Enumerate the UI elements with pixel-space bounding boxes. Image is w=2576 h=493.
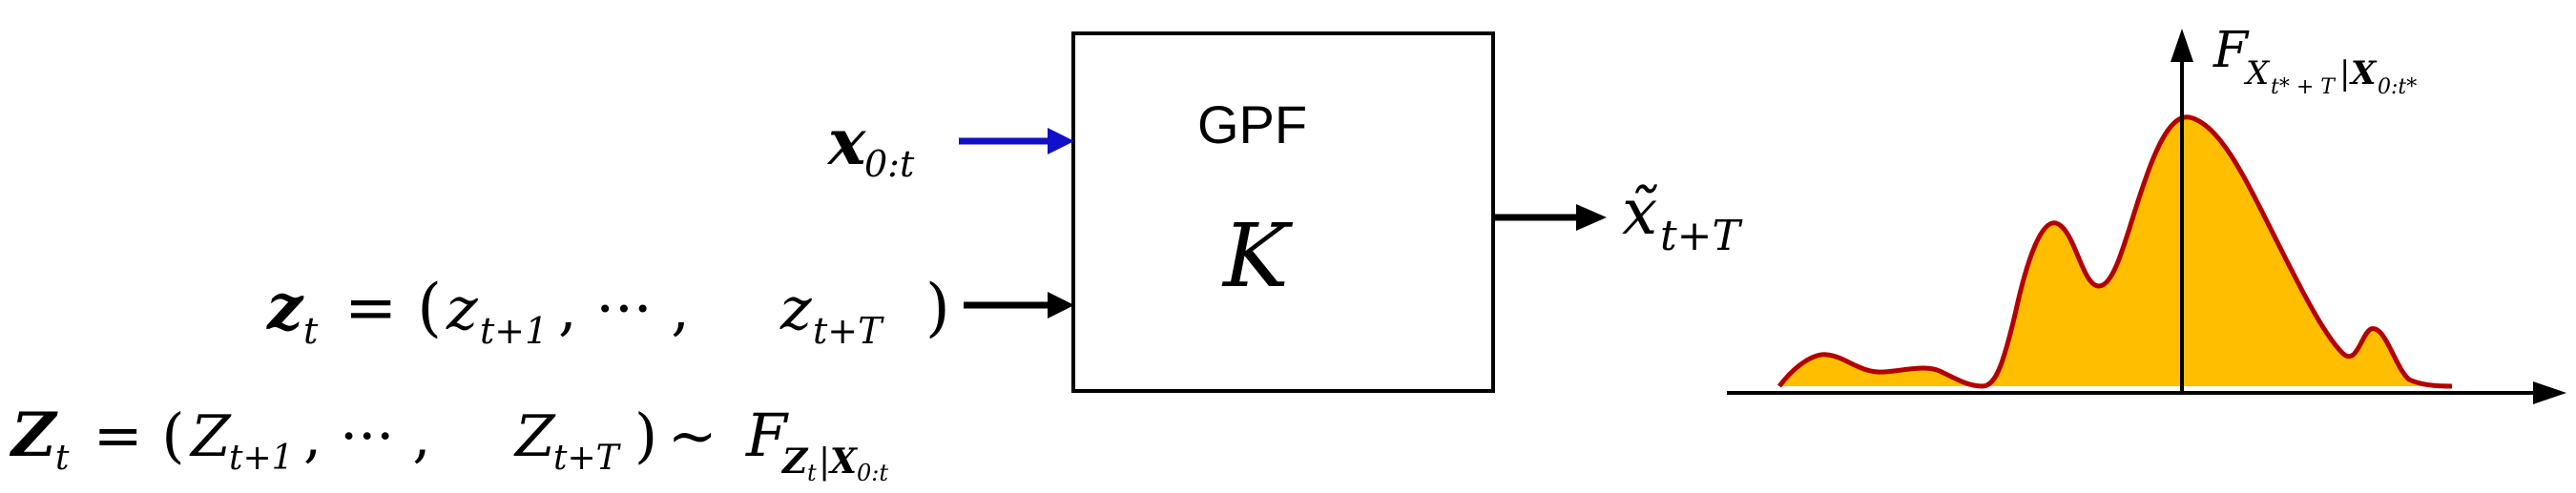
- plot-ylabel-F: F: [2212, 22, 2250, 79]
- Z-F-sub-X: X: [828, 442, 859, 482]
- Z-close: ): [634, 401, 657, 470]
- output-base: x̃: [1622, 175, 1658, 249]
- Z-eq: = (: [74, 401, 185, 470]
- block-title: GPF: [1197, 94, 1307, 154]
- z-lhs-base: z: [266, 270, 304, 344]
- plot-ylabel-bar: |: [2339, 54, 2350, 92]
- z-input-label: z t = ( z t+1 , ··· , z t+T ): [266, 270, 950, 352]
- z-a-base: z: [446, 274, 478, 343]
- Z-a-base: Z: [189, 403, 232, 470]
- plot-y-axis-arrowhead: [2171, 29, 2193, 62]
- plot-ylabel-X-sub: t* + T: [2271, 75, 2337, 99]
- Z-lhs-sub: t: [55, 439, 70, 478]
- z-distribution-label: Z t = ( Z t+1 , ··· , Z t+T ) ~ F Z t | …: [9, 400, 888, 486]
- density-fill: [1779, 116, 2452, 386]
- density-curve: [1777, 114, 2453, 389]
- Z-F: F: [745, 401, 789, 470]
- output-sub: t+T: [1660, 212, 1744, 260]
- Z-a-sub: t+1: [229, 439, 294, 478]
- Z-sim: ~: [649, 401, 736, 470]
- Z-dots: , ··· ,: [303, 403, 449, 470]
- plot-ylabel-cond: X: [2349, 54, 2378, 92]
- block-symbol: K: [1221, 205, 1294, 307]
- x-input-arrowhead: [1048, 128, 1074, 154]
- x-input-label: x 0:t: [826, 105, 915, 185]
- z-input-arrowhead: [1048, 292, 1074, 318]
- x-input-base: x: [826, 105, 866, 179]
- x-input-sub: 0:t: [864, 143, 915, 185]
- plot-ylabel-X: X: [2243, 54, 2271, 92]
- Z-F-bar: |: [819, 442, 830, 482]
- Z-F-sub-range: 0:t: [857, 460, 888, 486]
- plot-x-axis-arrowhead: [2533, 381, 2566, 404]
- Z-b-base: Z: [513, 403, 556, 470]
- output-label: x̃ t+T: [1622, 175, 1744, 260]
- z-close: ): [925, 271, 950, 344]
- gpf-block: [1071, 31, 1495, 393]
- z-dots: , ··· ,: [558, 274, 709, 343]
- output-arrowhead: [1576, 204, 1607, 231]
- Z-lhs-base: Z: [9, 400, 58, 471]
- plot-ylabel-cond-sub: 0:t*: [2378, 75, 2417, 99]
- z-eq: = (: [324, 271, 442, 344]
- plot-y-label: F X t* + T | X 0:t*: [2212, 22, 2417, 99]
- density-plot: F X t* + T | X 0:t*: [1727, 22, 2566, 404]
- z-a-sub: t+1: [480, 310, 548, 352]
- Z-F-sub-Z: Z: [780, 442, 809, 482]
- Z-b-sub: t+T: [553, 439, 622, 478]
- z-b-base: z: [779, 274, 812, 343]
- Z-F-sub-t: t: [807, 460, 817, 486]
- z-b-sub: t+T: [813, 310, 884, 352]
- z-lhs-sub: t: [303, 310, 319, 352]
